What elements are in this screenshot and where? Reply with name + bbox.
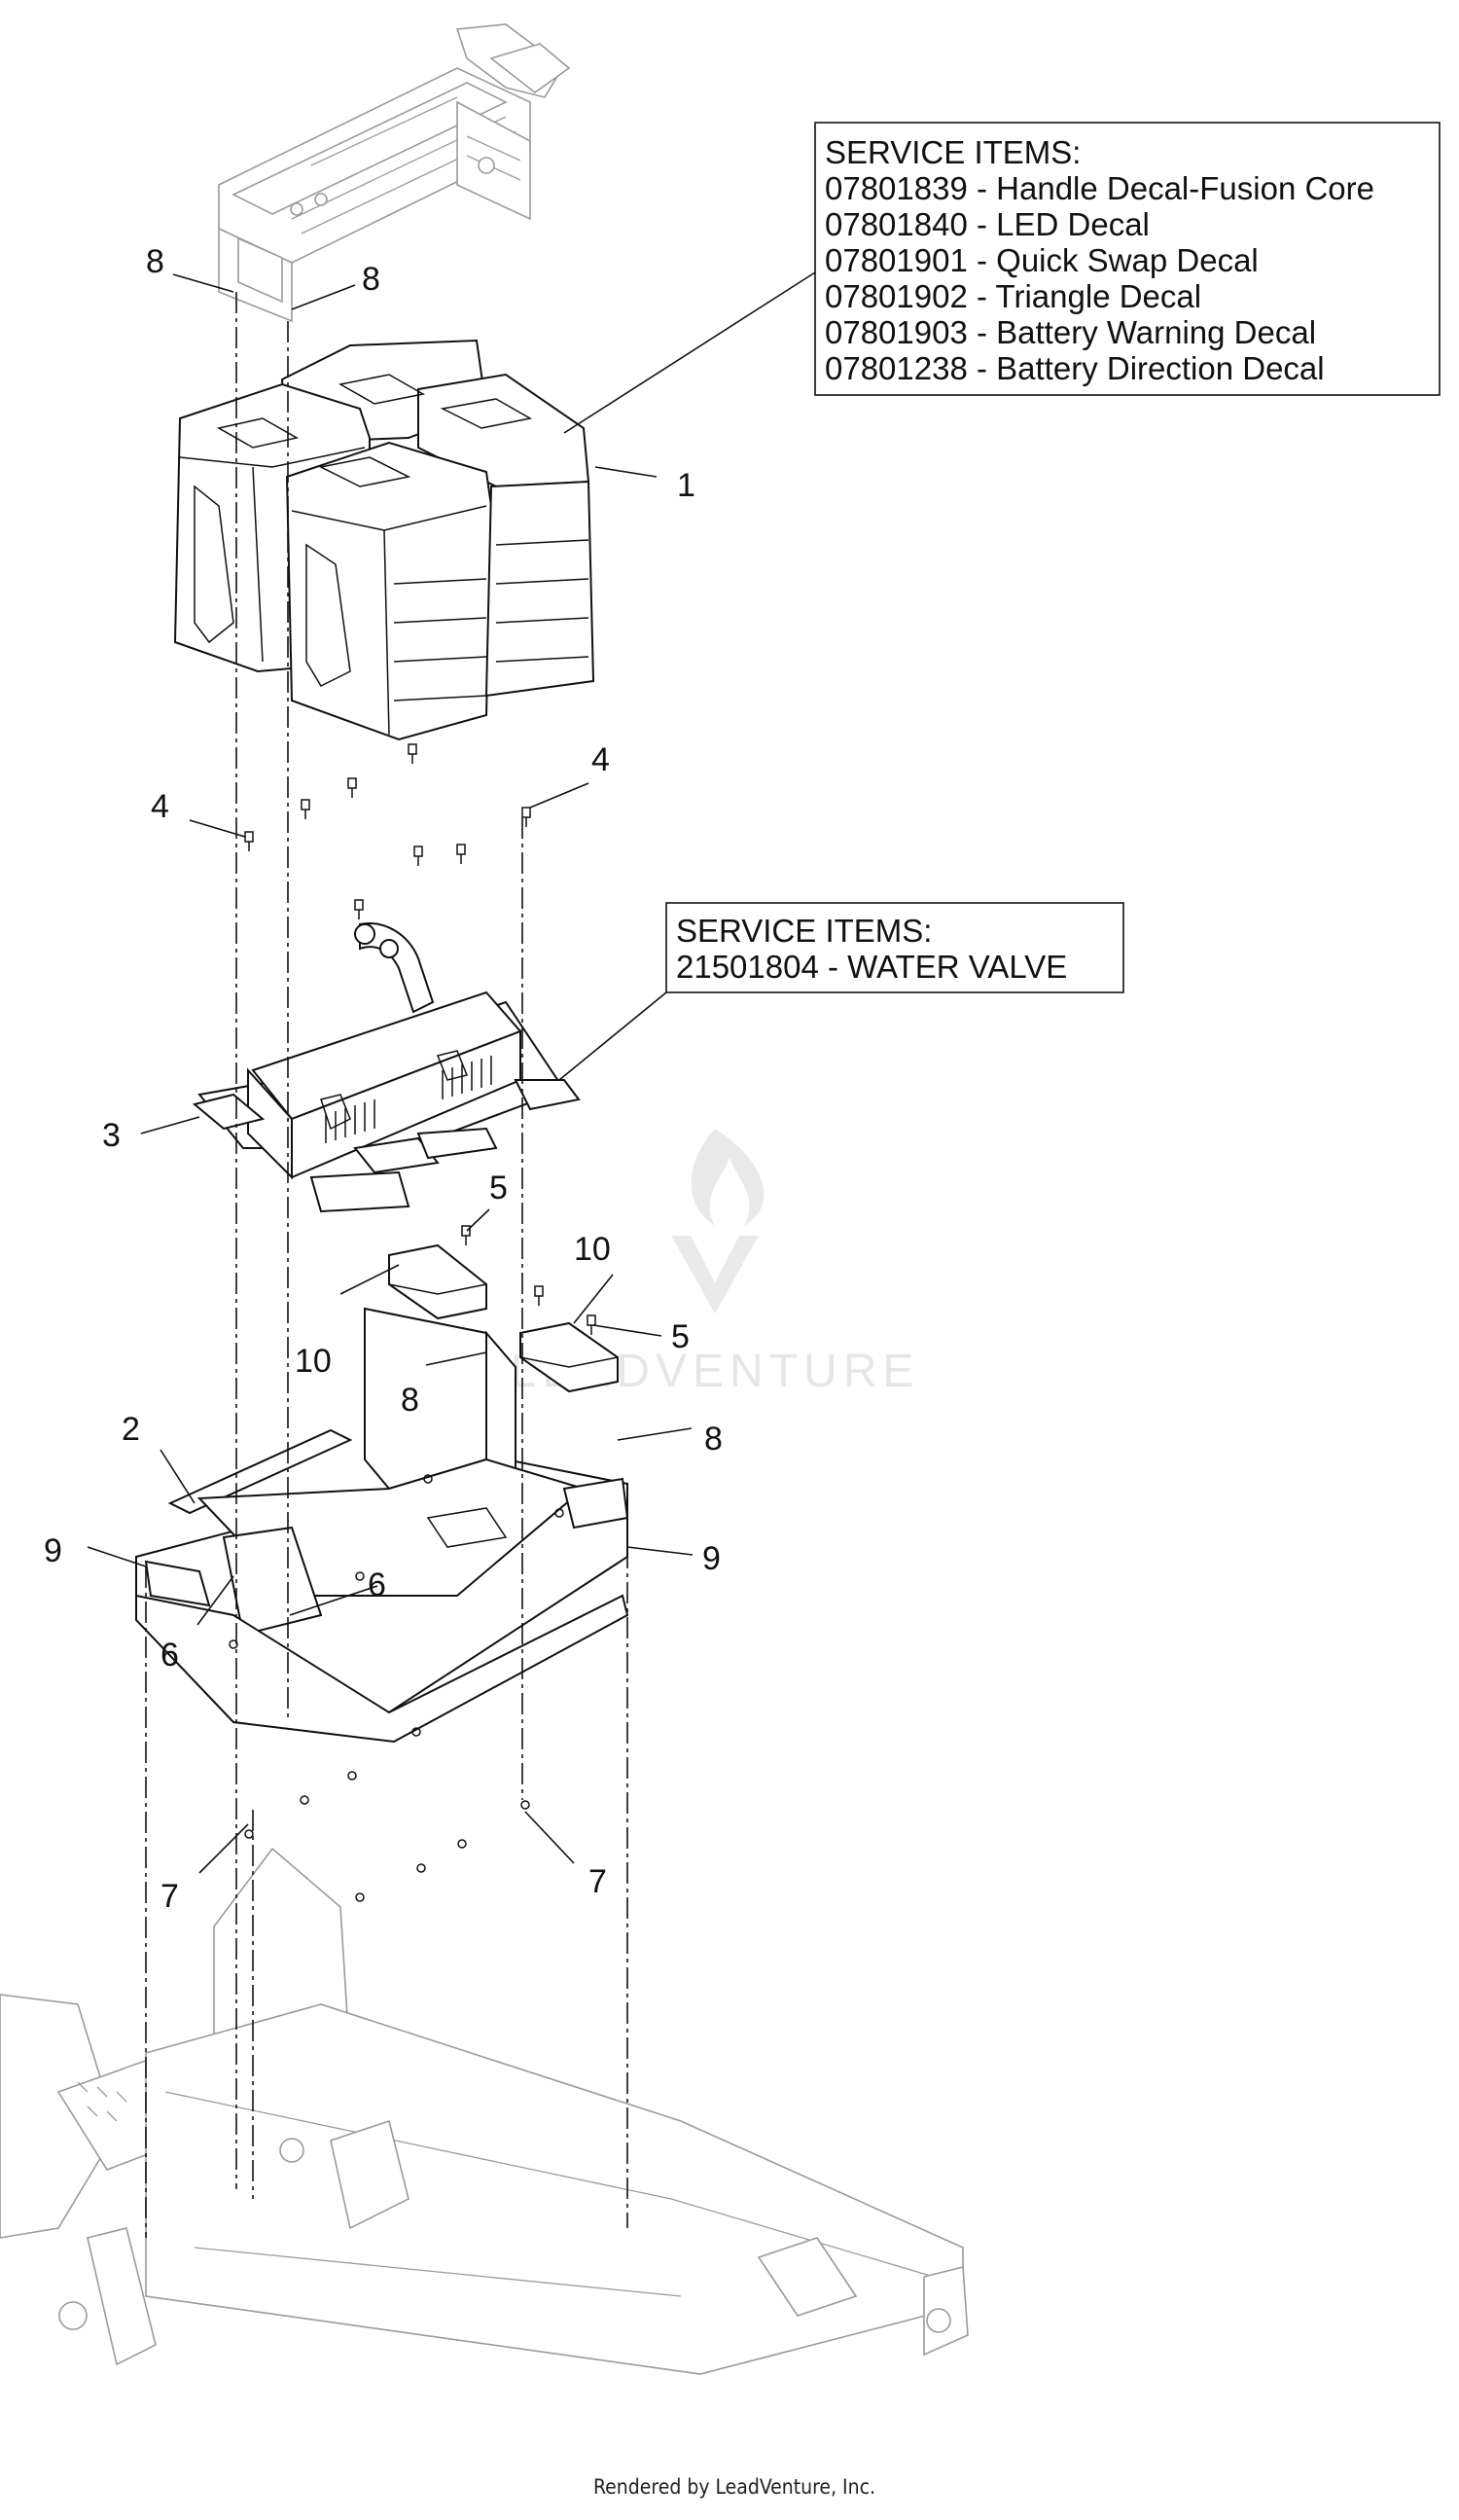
callout-2: 2 [122,1411,140,1448]
battery-tray [135,1307,629,1744]
callout-6: 6 [368,1566,386,1603]
callout-7: 7 [588,1863,607,1900]
callout-3: 3 [102,1117,121,1154]
callout-4: 4 [151,788,169,825]
brackets [388,1243,619,1393]
flame-logo-icon [671,1129,765,1314]
callout-8: 8 [146,243,164,280]
callout-10: 10 [574,1231,611,1268]
footer-credit: Rendered by LeadVenture, Inc. [593,2475,875,2499]
service-item: 07801903 - Battery Warning Decal [825,314,1316,350]
service-items-box-1: SERVICE ITEMS: 07801839 - Handle Decal-F… [814,122,1441,396]
callout-7: 7 [160,1878,179,1915]
leader-lines [87,271,816,1874]
service-item: 07801902 - Triangle Decal [825,278,1201,314]
alignment-lines [145,292,628,2238]
service-box-title: SERVICE ITEMS: [676,913,932,949]
service-box-title: SERVICE ITEMS: [825,134,1081,170]
service-item: 07801238 - Battery Direction Decal [825,350,1325,386]
callout-10: 10 [295,1343,332,1380]
callout-1: 1 [677,467,695,504]
callout-9: 9 [702,1540,721,1577]
callout-9: 9 [44,1532,62,1569]
service-item: 07801840 - LED Decal [825,206,1150,242]
callout-5: 5 [671,1318,690,1355]
callout-8: 8 [401,1382,419,1419]
service-item: 21501804 - WATER VALVE [676,949,1067,985]
battery-pack-group [173,339,595,741]
lower-hardware [244,1727,530,1902]
callouts: 8 8 1 4 4 3 5 5 10 10 8 8 2 9 9 6 6 7 7 [44,243,723,1915]
controller-assembly [192,922,581,1213]
callout-4: 4 [591,741,610,778]
handle-assembly [218,23,571,323]
callout-8: 8 [704,1421,723,1458]
service-items-box-2: SERVICE ITEMS: 21501804 - WATER VALVE [665,902,1124,993]
service-item: 07801901 - Quick Swap Decal [825,242,1259,278]
service-item: 07801839 - Handle Decal-Fusion Core [825,170,1374,206]
callout-6: 6 [160,1637,179,1674]
callout-5: 5 [489,1170,508,1206]
mower-frame [0,1847,969,2375]
callout-8: 8 [362,261,380,298]
